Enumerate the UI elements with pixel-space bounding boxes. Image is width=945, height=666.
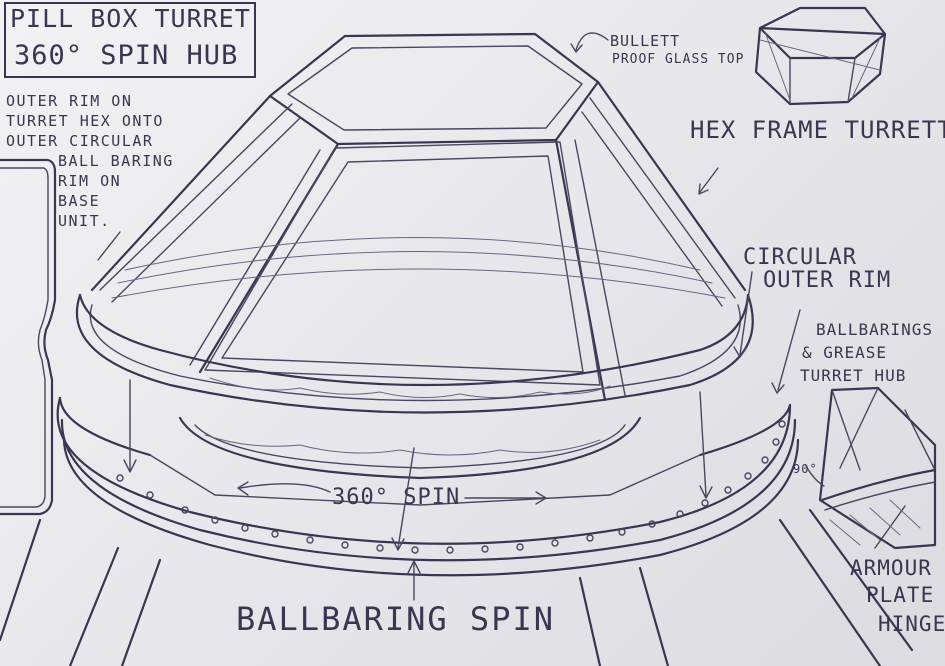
title-box (4, 2, 256, 78)
rim-note-line-7: UNIT. (58, 212, 111, 230)
ballbarings-label-3: TURRET HUB (800, 366, 907, 385)
glass-top-inset (754, 6, 887, 106)
ballbarings-label-1: BALLBARINGS (816, 320, 933, 339)
rim-note-line-3: OUTER CIRCULAR (6, 132, 154, 150)
rim-note-line-6: BASE (58, 192, 101, 210)
rim-note-line-5: RIM ON (58, 172, 122, 190)
armour-label-2: PLATE (866, 583, 935, 607)
bearing-bowl (178, 416, 642, 480)
title-line-2: 360° SPIN HUB (14, 40, 239, 71)
ball-bearings (116, 420, 786, 554)
armour-hinge-inset (805, 386, 937, 550)
spin-label: 360° SPIN (332, 485, 461, 510)
base-legs (0, 508, 914, 666)
circular-rim-label-2: OUTER RIM (763, 268, 892, 293)
rim-note-line-1: OUTER RIM ON (6, 92, 133, 110)
ballbarings-label-2: & GREASE (802, 343, 888, 362)
bullet-glass-label-1: BULLETT (610, 32, 681, 50)
turret-outer-rim (75, 293, 754, 414)
title-line-1: PILL BOX TURRET (10, 4, 251, 33)
rim-note-line-2: TURRET HEX ONTO (6, 112, 164, 130)
rim-note-line-4: BALL BARING (58, 152, 174, 170)
ballbaring-spin-label: BALLBARING SPIN (236, 600, 555, 638)
armour-label-3: HINGE (878, 612, 945, 636)
circular-rim-label-1: CIRCULAR (743, 245, 857, 270)
armour-label-1: ARMOUR (850, 556, 932, 580)
binder-clip (0, 158, 57, 516)
binder-clip-inner (0, 167, 49, 508)
hex-turret-frame (90, 32, 747, 402)
base-ring (56, 396, 800, 577)
bullet-glass-label-2: PROOF GLASS TOP (612, 52, 745, 67)
hex-frame-label: HEX FRAME TURRETT (690, 116, 945, 144)
annotation-arrows (97, 32, 906, 601)
angle-label: 90° (793, 462, 818, 476)
